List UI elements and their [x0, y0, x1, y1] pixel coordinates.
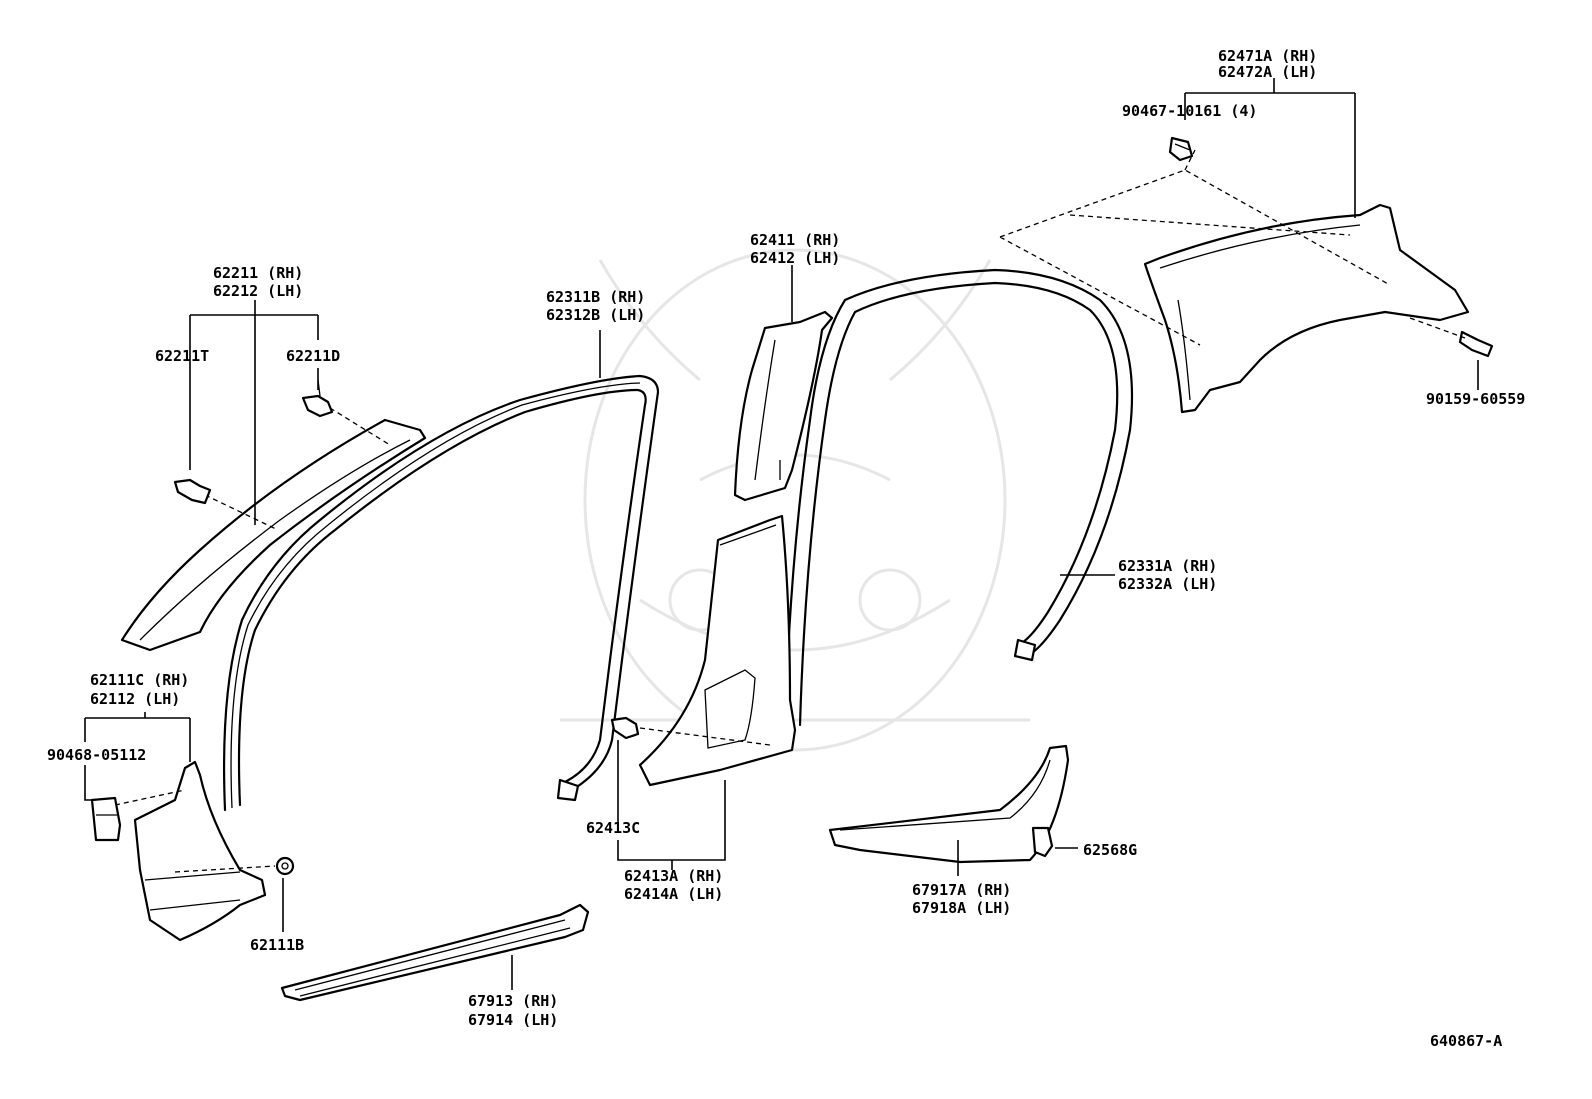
leader-lines — [84, 78, 1479, 990]
label-90468-05112: 90468-05112 — [47, 746, 146, 764]
label-90159-60559: 90159-60559 — [1426, 390, 1525, 408]
rear-scuff-plate — [828, 744, 1070, 864]
clip-62211T-icon — [173, 478, 212, 505]
clip-62568G-icon — [1031, 826, 1054, 858]
label-62472A: 62472A (LH) — [1218, 63, 1317, 81]
label-62211: 62211 (RH) — [213, 264, 303, 282]
clip-90468-icon — [90, 796, 122, 842]
front-door-weatherstrip — [222, 374, 660, 812]
rear-door-weatherstrip — [783, 268, 1134, 727]
label-90467-10161: 90467-10161 (4) — [1122, 102, 1257, 120]
nut-62111B-icon — [275, 856, 295, 876]
callout-labels: 62471A (RH) 62472A (LH) 90467-10161 (4) … — [47, 47, 1525, 1050]
watermark-emblem — [560, 248, 1030, 752]
label-67917A: 67917A (RH) — [912, 881, 1011, 899]
label-62312B: 62312B (LH) — [546, 306, 645, 324]
clip-62413C-icon — [610, 716, 771, 746]
label-62311B: 62311B (RH) — [546, 288, 645, 306]
label-62413A: 62413A (RH) — [624, 867, 723, 885]
label-62211D: 62211D — [286, 347, 340, 365]
label-62414A: 62414A (LH) — [624, 885, 723, 903]
clip-90467-icon — [1168, 136, 1194, 162]
label-62332A: 62332A (LH) — [1118, 575, 1217, 593]
label-62212: 62212 (LH) — [213, 282, 303, 300]
label-67914: 67914 (LH) — [468, 1011, 558, 1029]
front-scuff-plate — [280, 903, 590, 1002]
quarter-trim-panel — [999, 149, 1470, 414]
label-62112: 62112 (LH) — [90, 690, 180, 708]
screw-90159-icon — [1409, 317, 1494, 358]
center-pillar-upper-trim — [733, 310, 834, 502]
front-pillar-garnish — [120, 407, 427, 652]
label-62411: 62411 (RH) — [750, 231, 840, 249]
diagram-reference: 640867-A — [1430, 1032, 1502, 1050]
label-67913: 67913 (RH) — [468, 992, 558, 1010]
label-62111C: 62111C (RH) — [90, 671, 189, 689]
label-62331A: 62331A (RH) — [1118, 557, 1217, 575]
label-62471A: 62471A (RH) — [1218, 47, 1317, 65]
label-62568G: 62568G — [1083, 841, 1137, 859]
label-62211T: 62211T — [155, 347, 209, 365]
label-62413C: 62413C — [586, 819, 640, 837]
label-62412: 62412 (LH) — [750, 249, 840, 267]
cowl-side-trim — [114, 760, 276, 942]
label-67918A: 67918A (LH) — [912, 899, 1011, 917]
label-62111B: 62111B — [250, 936, 304, 954]
center-pillar-lower-trim — [638, 514, 797, 787]
